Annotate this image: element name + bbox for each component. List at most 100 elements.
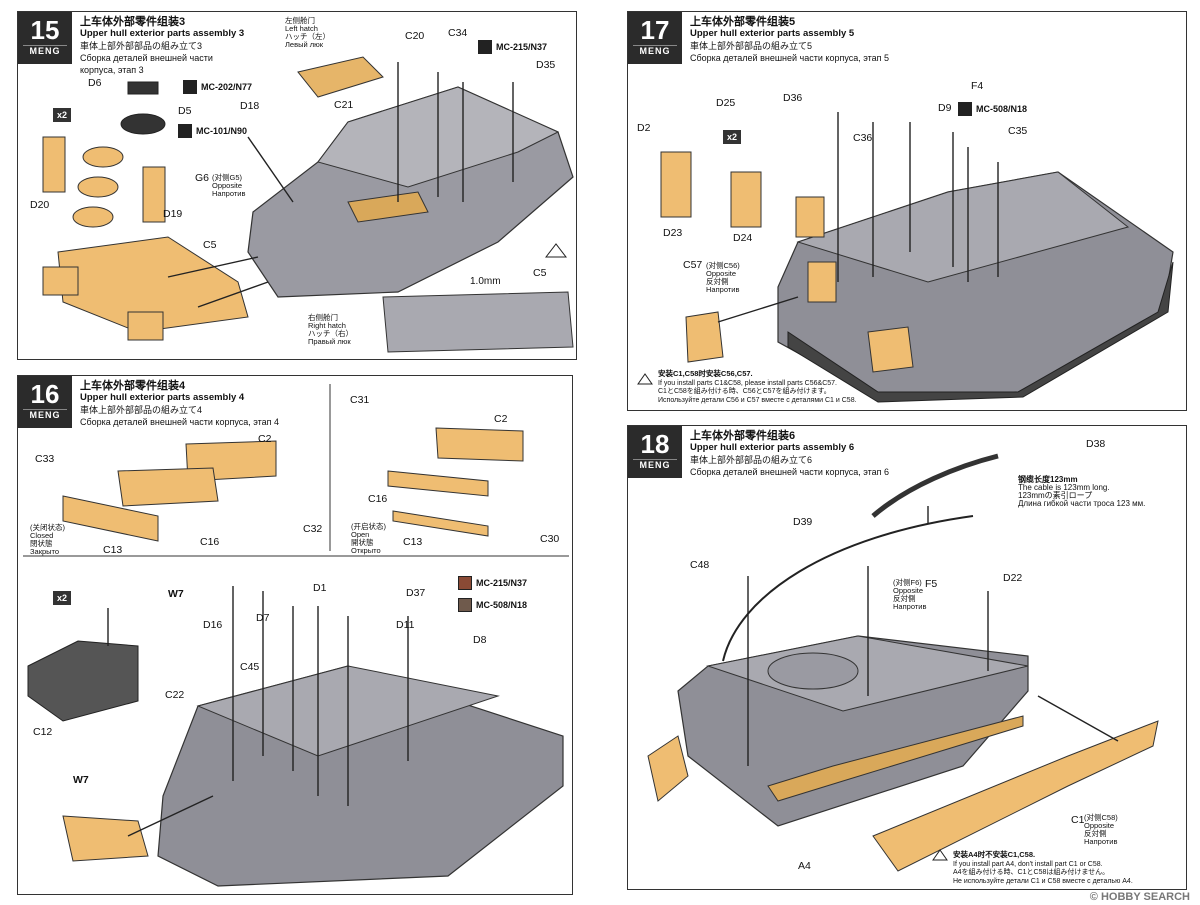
label-c34: C34 xyxy=(448,27,468,39)
label-d22: D22 xyxy=(1003,572,1023,584)
label-d1: D1 xyxy=(313,582,327,594)
label-c35: C35 xyxy=(1008,125,1028,137)
part-c1 xyxy=(872,720,1159,872)
track-a4 xyxy=(767,715,1024,802)
cable-c48 xyxy=(722,515,974,662)
label-c16-open: C16 xyxy=(368,493,388,505)
fender-c56 xyxy=(867,326,914,373)
step-title: 上车体外部零件组装5 Upper hull exterior parts ass… xyxy=(690,16,890,63)
paint-swatch-icon xyxy=(178,124,192,138)
label-c48: C48 xyxy=(690,559,710,571)
label-c22: C22 xyxy=(165,689,185,701)
label-c16: C16 xyxy=(200,536,220,548)
part-c12 xyxy=(27,640,139,722)
part-d6 xyxy=(127,81,159,95)
step-15-illustration xyxy=(42,56,574,353)
label-d7: D7 xyxy=(256,612,270,624)
fender-front xyxy=(647,735,689,802)
engine-grille xyxy=(347,191,429,223)
cable xyxy=(871,453,999,518)
label-d25: D25 xyxy=(716,97,736,109)
step-17-note: 安装C1,C58时安装C56,C57.If you install parts … xyxy=(658,369,857,404)
c5-inset xyxy=(382,291,574,353)
paint-swatch-icon xyxy=(478,40,492,54)
label-d19: D19 xyxy=(163,208,183,220)
quantity-x2-badge: x2 xyxy=(53,108,71,122)
label-g6: G6 xyxy=(195,172,210,184)
label-d16: D16 xyxy=(203,619,223,631)
paint-swatch-icon xyxy=(183,80,197,94)
label-d24: D24 xyxy=(733,232,753,244)
label-c57: C57 xyxy=(683,259,703,271)
part-d20-detail-3 xyxy=(72,206,114,228)
arrow xyxy=(167,256,259,278)
label-d9: D9 xyxy=(938,102,952,114)
part-d20-detail xyxy=(82,146,124,168)
hull-top xyxy=(796,171,1130,283)
warning-icon xyxy=(544,243,568,258)
label-d35: D35 xyxy=(536,59,556,71)
paint-mc508: MC-508/N18 xyxy=(958,102,1027,116)
jerrycan-on-hull xyxy=(795,196,825,238)
label-c12: C12 xyxy=(33,726,53,738)
label-c31: C31 xyxy=(350,394,370,406)
step-18-illustration xyxy=(647,453,1159,872)
label-1mm: 1.0mm xyxy=(470,276,501,287)
arrow xyxy=(717,296,799,323)
label-d8: D8 xyxy=(473,634,487,646)
label-d18: D18 xyxy=(240,100,260,112)
jerrycan-rear xyxy=(807,261,837,303)
label-d39: D39 xyxy=(793,516,813,528)
label-d6: D6 xyxy=(88,77,102,89)
part-d19 xyxy=(142,166,166,223)
watermark: © HOBBY SEARCH xyxy=(1089,891,1190,903)
step-title: 上车体外部零件组装6 Upper hull exterior parts ass… xyxy=(690,430,890,477)
arrow xyxy=(127,795,214,837)
part-c16 xyxy=(117,467,219,507)
label-d37: D37 xyxy=(406,587,426,599)
arrow xyxy=(247,136,294,203)
label-c36: C36 xyxy=(853,132,873,144)
label-c2-open: C2 xyxy=(494,413,508,425)
arrow xyxy=(197,281,269,308)
paint-mc101: MC-101/N90 xyxy=(178,124,247,138)
label-c30: C30 xyxy=(540,533,560,545)
label-w7: W7 xyxy=(168,588,184,600)
label-f4: F4 xyxy=(971,80,984,92)
part-c13-open xyxy=(392,510,489,537)
part-d20 xyxy=(42,136,66,193)
part-d20-detail-2 xyxy=(77,176,119,198)
step-18-note: 安装A4时不安装C1,C58.If you install part A4, d… xyxy=(953,850,1133,885)
quantity-x2-badge: x2 xyxy=(53,591,71,605)
label-d36: D36 xyxy=(783,92,803,104)
step-title: 上车体外部零件组装4 Upper hull exterior parts ass… xyxy=(80,380,280,427)
step-16-illustration xyxy=(23,384,569,887)
paint-mc202: MC-202/N77 xyxy=(183,80,252,94)
part-c16-open xyxy=(387,470,489,497)
label-a4: A4 xyxy=(798,860,811,872)
warning-icon xyxy=(932,849,948,861)
step-17-illustration xyxy=(637,112,1174,403)
label-d20: D20 xyxy=(30,199,50,211)
part-d24 xyxy=(730,171,762,228)
label-c5-inset: C5 xyxy=(533,267,547,279)
label-w7-b: W7 xyxy=(73,774,89,786)
label-d11: D11 xyxy=(396,619,415,631)
label-c13: C13 xyxy=(103,544,123,556)
track xyxy=(787,261,1174,403)
label-c5: C5 xyxy=(203,239,217,251)
crate-left xyxy=(42,266,79,296)
label-c13-open: C13 xyxy=(403,536,423,548)
label-c20: C20 xyxy=(405,30,425,42)
paint-mc508: MC-508/N18 xyxy=(458,598,527,612)
